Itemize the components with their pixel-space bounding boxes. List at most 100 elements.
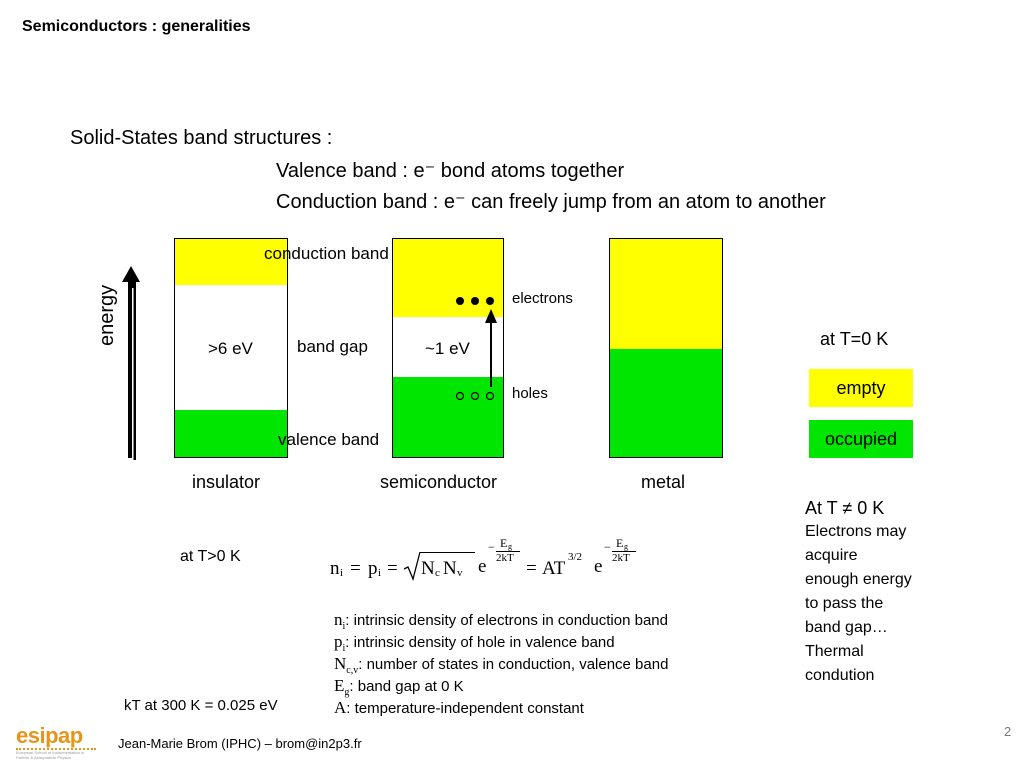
legend-empty-label: empty	[836, 377, 886, 398]
electron-dot	[471, 297, 479, 305]
semiconductor-gap-label: ~1 eV	[425, 339, 470, 358]
formula-exp-num-sub: g	[508, 542, 512, 551]
formula-eq: =	[526, 558, 537, 579]
intro-conduction-line: Conduction band : e⁻ can freely jump fro…	[276, 191, 826, 213]
definition-subscript: g	[344, 687, 350, 698]
esipap-logo: esipap European School of Instrumentatio…	[16, 725, 100, 763]
definition-symbol: p	[334, 632, 343, 651]
fraction-bar	[496, 551, 520, 552]
formula-eq: =	[387, 558, 398, 579]
insulator-valence-band	[175, 410, 287, 457]
electrons-label: electrons	[512, 290, 573, 307]
legend-empty: empty	[809, 369, 913, 407]
insulator-conduction-band	[175, 239, 287, 285]
formula-exp-num: E	[616, 536, 624, 550]
formula-nc: N	[421, 558, 435, 579]
hole-circle	[470, 391, 480, 401]
metal-occupied-band	[610, 349, 722, 457]
side-note-line: band gap…	[805, 619, 888, 636]
definition-subscript: c,v	[346, 665, 359, 676]
formula-eq: =	[350, 558, 361, 579]
energy-arrowhead-icon	[122, 266, 140, 282]
conduction-band-label: conduction band	[264, 244, 389, 263]
definition-text: : intrinsic density of hole in valence b…	[345, 634, 615, 651]
fraction-bar	[612, 551, 636, 552]
electron-dot	[486, 297, 494, 305]
side-note-line: condution	[805, 667, 875, 684]
side-note-line: Electrons may	[805, 523, 907, 540]
electron-hole-markers	[455, 297, 497, 401]
formula-nv-sub: v	[457, 567, 463, 579]
valence-band-label: valence band	[278, 430, 380, 449]
definition-symbol: A	[334, 698, 347, 717]
definition-row: ni: intrinsic density of electrons in co…	[334, 610, 668, 632]
logo-text: esipap	[16, 723, 83, 748]
definition-row: Nc,v: number of states in conduction, va…	[334, 654, 668, 676]
sqrt-bar	[420, 552, 475, 553]
formula-exp-num: E	[500, 536, 508, 550]
side-note-line: enough energy	[805, 571, 912, 588]
formula-at: AT	[542, 558, 566, 579]
band-gap-label: band gap	[297, 337, 368, 356]
definition-text: : band gap at 0 K	[349, 678, 464, 695]
definition-symbol: N	[334, 654, 347, 673]
semiconductor-caption: semiconductor	[380, 472, 498, 492]
formula-p-sub: i	[378, 567, 382, 579]
hole-circle	[485, 391, 495, 401]
insulator-gap-label: >6 eV	[208, 339, 253, 358]
semiconductor-valence-band	[393, 377, 503, 457]
formula-nc-sub: c	[435, 567, 440, 579]
intro-valence-line: Valence band : e⁻ bond atoms together	[276, 160, 625, 182]
kt-note: kT at 300 K = 0.025 eV	[124, 697, 278, 714]
formula-exp-den: 2kT	[612, 552, 630, 564]
definition-subscript: i	[342, 643, 346, 654]
formula-exp-num-sub: g	[624, 542, 628, 551]
logo-rule	[16, 748, 96, 750]
definition-row: Eg: band gap at 0 K	[334, 676, 668, 698]
metal-empty-band	[610, 239, 722, 349]
legend-title: at T=0 K	[820, 329, 889, 349]
side-note: At T ≠ 0 K Electrons may acquire enough …	[805, 496, 1005, 688]
intrinsic-density-formula: n i = p i = N c N v e − E g 2kT = AT 3/2…	[330, 534, 650, 584]
definition-symbol: E	[334, 676, 345, 695]
formula-n: n	[330, 558, 340, 579]
formula-e: e	[478, 556, 487, 577]
energy-label: energy	[96, 284, 118, 346]
definition-text: : number of states in conduction, valenc…	[358, 656, 669, 673]
hole-circle	[455, 391, 465, 401]
definition-symbol: n	[334, 610, 343, 629]
formula-n-sub: i	[340, 567, 344, 579]
electron-dot	[456, 297, 464, 305]
legend-occupied: occupied	[809, 420, 913, 458]
formula-condition: at T>0 K	[180, 548, 241, 565]
slide-title: Semiconductors : generalities	[22, 18, 251, 35]
legend-occupied-label: occupied	[824, 428, 898, 449]
definition-row: A: temperature-independent constant	[334, 698, 668, 720]
definition-text: : temperature-independent constant	[346, 700, 584, 717]
intro-heading: Solid-States band structures :	[70, 127, 333, 149]
definitions-list: ni: intrinsic density of electrons in co…	[334, 610, 668, 720]
formula-at-exp: 3/2	[568, 551, 583, 563]
metal-band-box	[609, 238, 723, 458]
metal-caption: metal	[641, 472, 686, 492]
formula-minus: −	[488, 540, 495, 554]
semiconductor-conduction-band	[393, 239, 503, 317]
page-number: 2	[1004, 724, 1012, 739]
formula-p: p	[368, 558, 378, 579]
definition-row: pi: intrinsic density of hole in valence…	[334, 632, 668, 654]
formula-nv: N	[443, 558, 457, 579]
side-note-line: acquire	[805, 547, 858, 564]
side-note-heading: At T ≠ 0 K	[805, 498, 885, 518]
formula-minus: −	[604, 540, 611, 554]
logo-tagline: European School of Instrumentation in Pa…	[16, 750, 85, 760]
energy-axis-line	[128, 274, 132, 458]
side-note-line: Thermal	[805, 643, 864, 660]
side-note-line: to pass the	[805, 595, 884, 612]
definition-text: : intrinsic density of electrons in cond…	[345, 612, 668, 629]
definition-subscript: i	[342, 621, 346, 632]
sqrt-icon	[403, 551, 421, 581]
formula-exp-den: 2kT	[496, 552, 514, 564]
excitation-arrow-icon	[485, 309, 497, 323]
footer-credit: Jean-Marie Brom (IPHC) – brom@in2p3.fr	[118, 736, 362, 751]
holes-label: holes	[512, 385, 548, 402]
